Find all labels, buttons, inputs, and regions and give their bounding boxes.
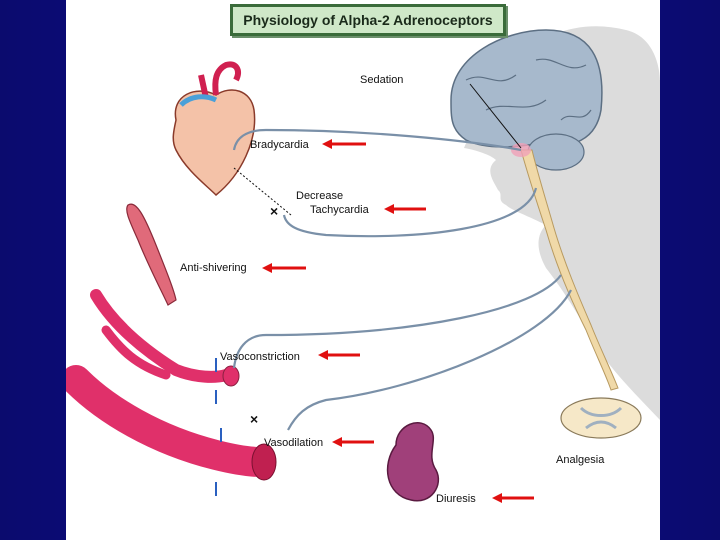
label-anti-shivering: Anti-shivering [180, 262, 247, 274]
arrow-vasoconstriction [318, 350, 360, 360]
spinal-cord [520, 149, 619, 391]
cerebellum [527, 133, 585, 171]
slide: × × Physiology of Alpha-2 Adrenoceptors … [66, 0, 660, 540]
label-decrease: Decrease [296, 190, 344, 202]
diagram: × × [66, 26, 660, 540]
label-analgesia: Analgesia [556, 454, 605, 466]
slide-title: Physiology of Alpha-2 Adrenoceptors [230, 4, 506, 36]
label-diuresis: Diuresis [436, 493, 476, 505]
label-vasoconstriction: Vasoconstriction [220, 351, 300, 363]
arteriole-branch [101, 325, 171, 380]
arrow-tachycardia [384, 204, 426, 214]
nerve-fibers [232, 128, 572, 431]
brain-folds [465, 58, 592, 121]
inhibitory-dashed [233, 167, 292, 216]
aorta [198, 61, 241, 99]
arrow-anti-shivering [262, 263, 306, 273]
arteriole [90, 289, 232, 383]
kidney [386, 422, 440, 502]
blue-arrows [215, 358, 222, 496]
arteriole-end [222, 365, 240, 387]
block-mark-2: × [250, 411, 258, 427]
heart-vessel-blue [179, 94, 218, 107]
arrow-diuresis [492, 493, 534, 503]
gray-matter [579, 406, 623, 430]
red-arrows [262, 139, 534, 503]
label-tachycardia: Tachycardia [310, 204, 369, 216]
heart [172, 89, 256, 197]
block-mark-1: × [270, 203, 278, 219]
vessel-lumen [251, 443, 277, 481]
spinal-cross-section [560, 397, 642, 439]
arrow-bradycardia [322, 139, 366, 149]
label-sedation: Sedation [360, 74, 404, 86]
label-vasodilation: Vasodilation [264, 437, 324, 449]
muscle [126, 203, 177, 306]
sedation-pointer [469, 83, 522, 149]
large-vessel [66, 365, 276, 477]
arrow-vasodilation [332, 437, 374, 447]
label-bradycardia: Bradycardia [250, 139, 309, 151]
head-silhouette [464, 26, 660, 540]
